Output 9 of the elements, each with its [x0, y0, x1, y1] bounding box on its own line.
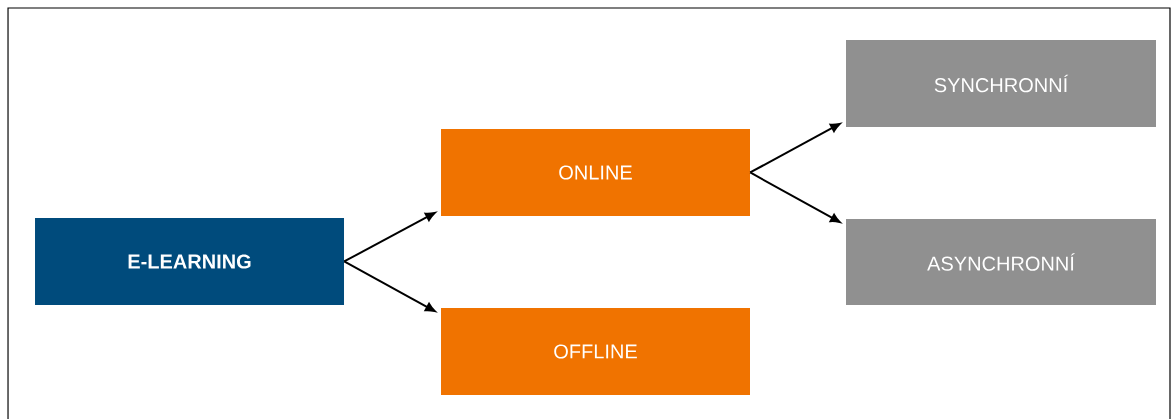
type-box: SYNCHRONNÍ	[846, 40, 1156, 127]
type-box: ASYNCHRONNÍ	[846, 219, 1156, 305]
arrow	[749, 122, 841, 174]
arrow	[749, 171, 841, 223]
topic-box: E-LEARNING	[35, 218, 344, 305]
category-box: OFFLINE	[441, 308, 750, 395]
arrow	[343, 211, 436, 263]
category-box: ONLINE	[441, 129, 750, 216]
arrow	[343, 260, 436, 312]
